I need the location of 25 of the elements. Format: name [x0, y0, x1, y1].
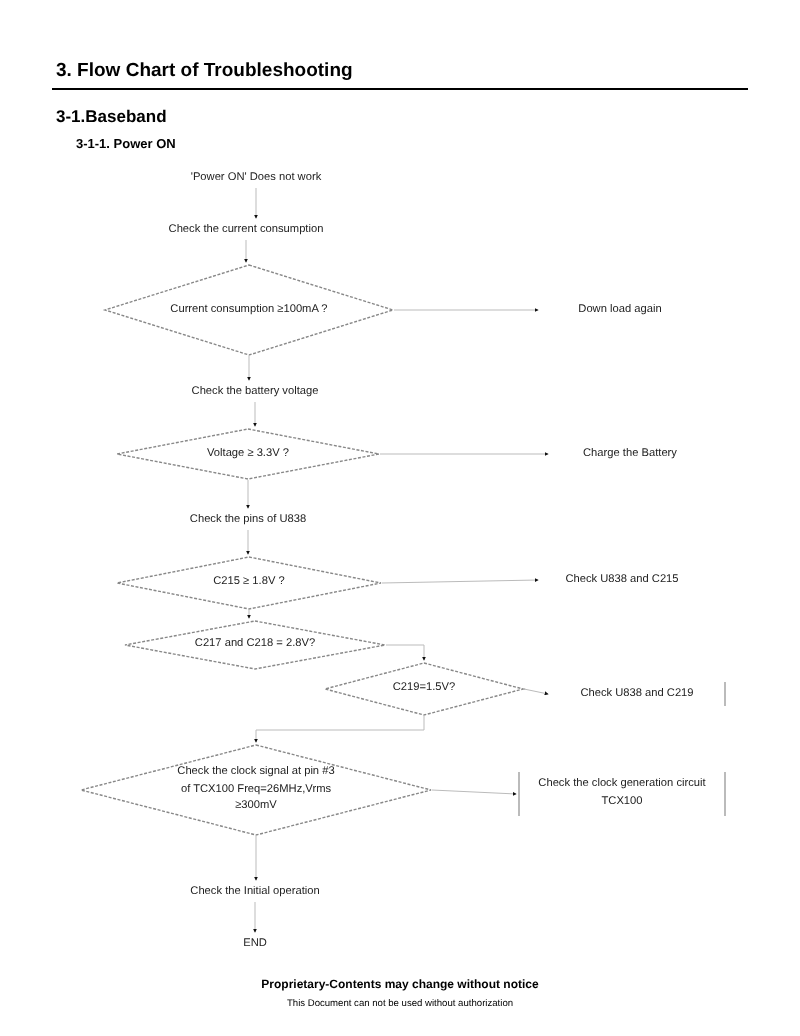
flow-arrow [254, 187, 258, 219]
flow-arrow [247, 609, 251, 619]
flow-arrow [253, 901, 257, 933]
page-title: 3. Flow Chart of Troubleshooting [56, 60, 353, 82]
flow-arrow [246, 529, 250, 555]
decision-diamond [116, 556, 382, 610]
action-box [518, 772, 726, 816]
flow-arrow [431, 789, 517, 796]
decision-diamond [104, 264, 394, 356]
flow-arrow [393, 308, 539, 312]
decision-diamond [124, 620, 386, 670]
decision-diamond [324, 662, 524, 716]
decision-diamond [116, 428, 380, 480]
flow-arrow [244, 239, 248, 263]
flow-arrow [254, 715, 425, 743]
flow-arrow [381, 578, 539, 584]
flow-arrow [253, 401, 257, 427]
section-heading: 3-1.Baseband [56, 106, 167, 126]
flow-arrow [246, 479, 250, 509]
flow-arrow [523, 688, 549, 696]
flow-arrow [247, 355, 251, 381]
flow-arrow [379, 452, 549, 456]
flow-arrow [385, 644, 426, 661]
flow-arrow [254, 835, 258, 881]
decision-diamond [80, 744, 432, 836]
